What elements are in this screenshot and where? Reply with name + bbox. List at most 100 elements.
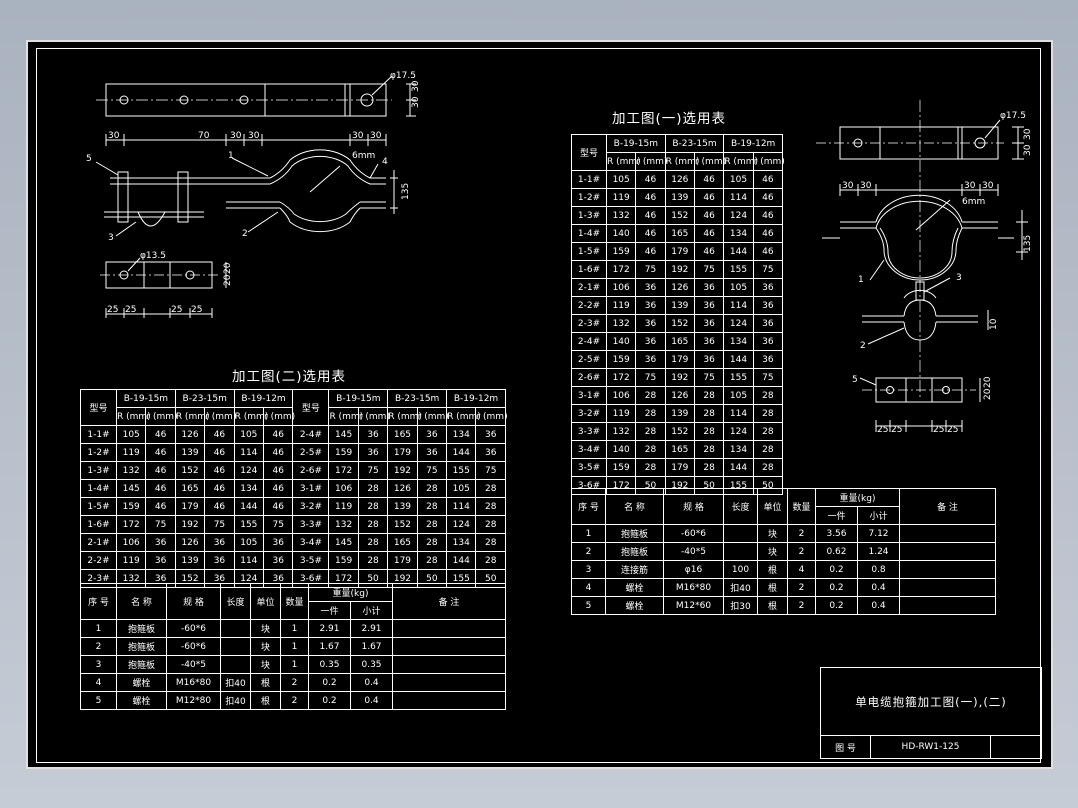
t1-cell: 28	[752, 386, 784, 405]
t1-cell: 28	[752, 404, 784, 423]
t2-cell: 144	[446, 443, 477, 462]
t1-cell: 75	[693, 260, 725, 279]
t1-sub-6: r (mm)	[752, 152, 785, 171]
t1-cell: 1-4#	[571, 224, 607, 243]
t1-cell: 3-1#	[571, 386, 607, 405]
t2-cell: 1-4#	[80, 479, 117, 498]
t1-cell: 134	[723, 332, 754, 351]
t1-cell: 139	[664, 296, 695, 315]
t1-cell: 46	[752, 206, 784, 225]
p2-h-remark: 备 注	[392, 583, 506, 620]
t1-cell: 3-2#	[571, 404, 607, 423]
t1-cell: 28	[693, 440, 725, 459]
t1-model-header: 型号	[571, 134, 607, 171]
t2-sub-5a: R (mm)	[233, 407, 268, 426]
right-strip-view	[816, 100, 1024, 400]
t1-cell: 36	[635, 332, 666, 351]
p1-cell: 4	[571, 578, 606, 597]
p1-cell: -60*6	[663, 524, 724, 543]
t1-cell: 46	[693, 242, 725, 261]
t2-cell: 75	[357, 461, 389, 480]
t2-sub-2b: r (mm)	[357, 407, 390, 426]
t1-cell: 1-3#	[571, 206, 607, 225]
t2-model-header-a: 型号	[80, 389, 117, 426]
p1-h-no: 序 号	[571, 488, 606, 525]
t2-cell: 28	[416, 479, 448, 498]
label-d135: φ13.5	[140, 251, 166, 261]
p1-cell: 0.2	[815, 596, 858, 615]
p1-cell: 0.4	[856, 578, 901, 597]
t1-cell: 192	[664, 260, 695, 279]
t2-cell: 105	[233, 425, 265, 444]
t2-cell: 124	[233, 461, 265, 480]
t1-cell: 159	[605, 350, 637, 369]
p2-cell: -60*6	[166, 637, 221, 656]
drawing-border	[36, 48, 1041, 763]
p1-cell: -40*5	[663, 542, 724, 561]
p2-cell: 0.35	[308, 655, 351, 674]
p1-cell: 0.2	[815, 578, 858, 597]
label-dim25-r4: 25	[947, 425, 958, 435]
t2-cell: 28	[357, 533, 389, 552]
t2-sub-4a: r (mm)	[204, 407, 236, 426]
left-small-plate	[100, 257, 227, 318]
t1-cell: 105	[723, 386, 754, 405]
t1-cell: 36	[635, 314, 666, 333]
t1-cell: 126	[664, 278, 695, 297]
right-small-plate	[859, 377, 981, 432]
p1-remark-cell	[899, 560, 996, 579]
p1-cell: 扣30	[723, 596, 758, 615]
p2-cell: M16*80	[166, 673, 221, 692]
t1-cell: 159	[605, 458, 637, 477]
t1-cell: 179	[664, 458, 695, 477]
p1-cell: 3.56	[815, 524, 858, 543]
p2-remark-cell	[392, 691, 506, 710]
p1-remark-cell	[899, 578, 996, 597]
t2-cell: 2-4#	[292, 425, 330, 444]
t1-cell: 105	[723, 170, 754, 189]
t1-cell: 114	[723, 296, 754, 315]
right-clamp-assembly	[822, 194, 1028, 345]
t1-cell: 124	[723, 314, 754, 333]
t1-cell: 144	[723, 350, 754, 369]
t1-cell: 105	[723, 278, 754, 297]
p1-cell: 螺栓	[605, 596, 664, 615]
label-dim30-a: 30	[108, 131, 120, 141]
t1-cell: 139	[664, 404, 695, 423]
label-dim30-r3: 30	[964, 181, 976, 191]
t2-cell: 1-5#	[80, 497, 117, 516]
p2-cell: 扣40	[220, 691, 251, 710]
t1-cell: 105	[605, 170, 637, 189]
t2-cell: 46	[145, 461, 176, 480]
label-dim135-right: 135	[1023, 235, 1033, 252]
t2-cell: 152	[387, 515, 418, 534]
p2-cell: 1	[80, 619, 117, 638]
t2-cell: 1-2#	[80, 443, 117, 462]
t2-cell: 2-5#	[292, 443, 330, 462]
t2-cell: 3-3#	[292, 515, 330, 534]
t2-cell: 139	[174, 551, 206, 570]
t1-cell: 114	[723, 188, 754, 207]
t2-cell: 144	[233, 497, 265, 516]
t2-cell: 172	[328, 461, 359, 480]
t2-cell: 159	[328, 443, 359, 462]
t2-cell: 28	[357, 479, 389, 498]
t2-cell: 152	[174, 461, 206, 480]
t2-cell: 119	[115, 551, 147, 570]
t2-group-1a: B-19-15m	[116, 389, 176, 408]
label-dim30-e: 30	[370, 131, 382, 141]
t1-cell: 46	[752, 242, 784, 261]
t1-cell: 46	[693, 206, 725, 225]
p1-remark-cell	[899, 542, 996, 561]
p1-h-subtotal: 小计	[856, 506, 901, 525]
t2-cell: 3-5#	[292, 551, 330, 570]
label-dim25-d: 25	[191, 305, 202, 315]
p2-cell: 螺栓	[116, 691, 167, 710]
label-dim135-left: 135	[401, 183, 411, 200]
t1-cell: 2-5#	[571, 350, 607, 369]
t1-cell: 172	[605, 368, 637, 387]
